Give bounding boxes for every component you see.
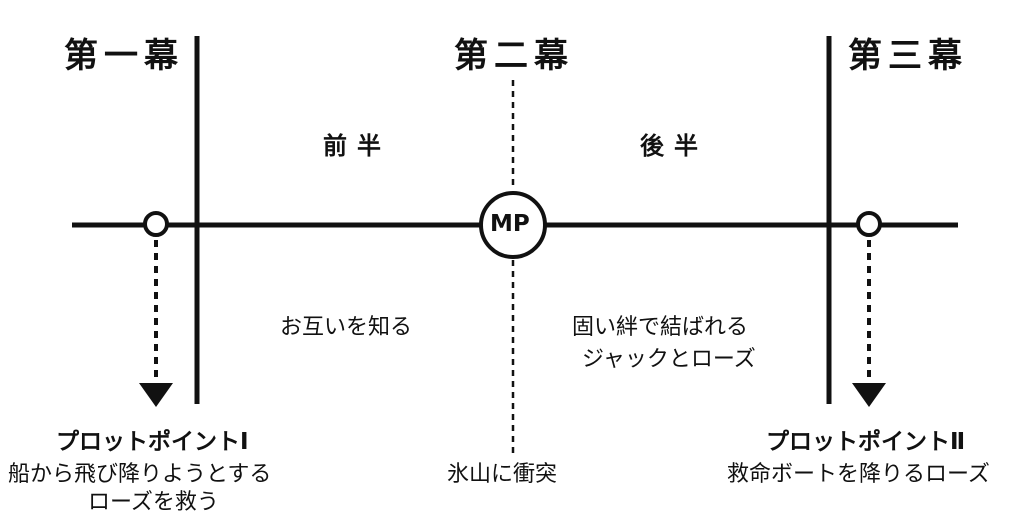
- plot-point-1-arrowhead: [139, 383, 173, 407]
- first-half-note: お互いを知る: [280, 315, 413, 340]
- plot-point-1-description-line2: ローズを救う: [88, 490, 219, 515]
- act-1-label: 第一幕: [64, 36, 184, 76]
- second-half-note-line1: 固い絆で結ばれる: [572, 315, 749, 340]
- second-half-label: 後半: [640, 132, 708, 160]
- plot-point-2-title: プロットポイントⅡ: [766, 429, 966, 455]
- second-half-note-line2: ジャックとローズ: [582, 347, 756, 372]
- plot-point-1-description-line1: 船から飛び降りようとする: [8, 462, 272, 487]
- plot-point-2-marker: [856, 211, 882, 237]
- act-2-label: 第二幕: [454, 36, 574, 76]
- midpoint-note: 氷山に衝突: [447, 462, 558, 487]
- plot-point-1-marker: [143, 211, 169, 237]
- plot-point-2-arrowhead: [852, 383, 886, 407]
- midpoint-label: MP: [490, 211, 530, 237]
- midpoint-circle: [479, 191, 547, 259]
- act-3-label: 第三幕: [848, 36, 968, 76]
- first-half-label: 前半: [323, 132, 391, 160]
- plot-point-1-title: プロットポイントⅠ: [56, 429, 249, 455]
- plot-point-2-description: 救命ボートを降りるローズ: [727, 462, 990, 487]
